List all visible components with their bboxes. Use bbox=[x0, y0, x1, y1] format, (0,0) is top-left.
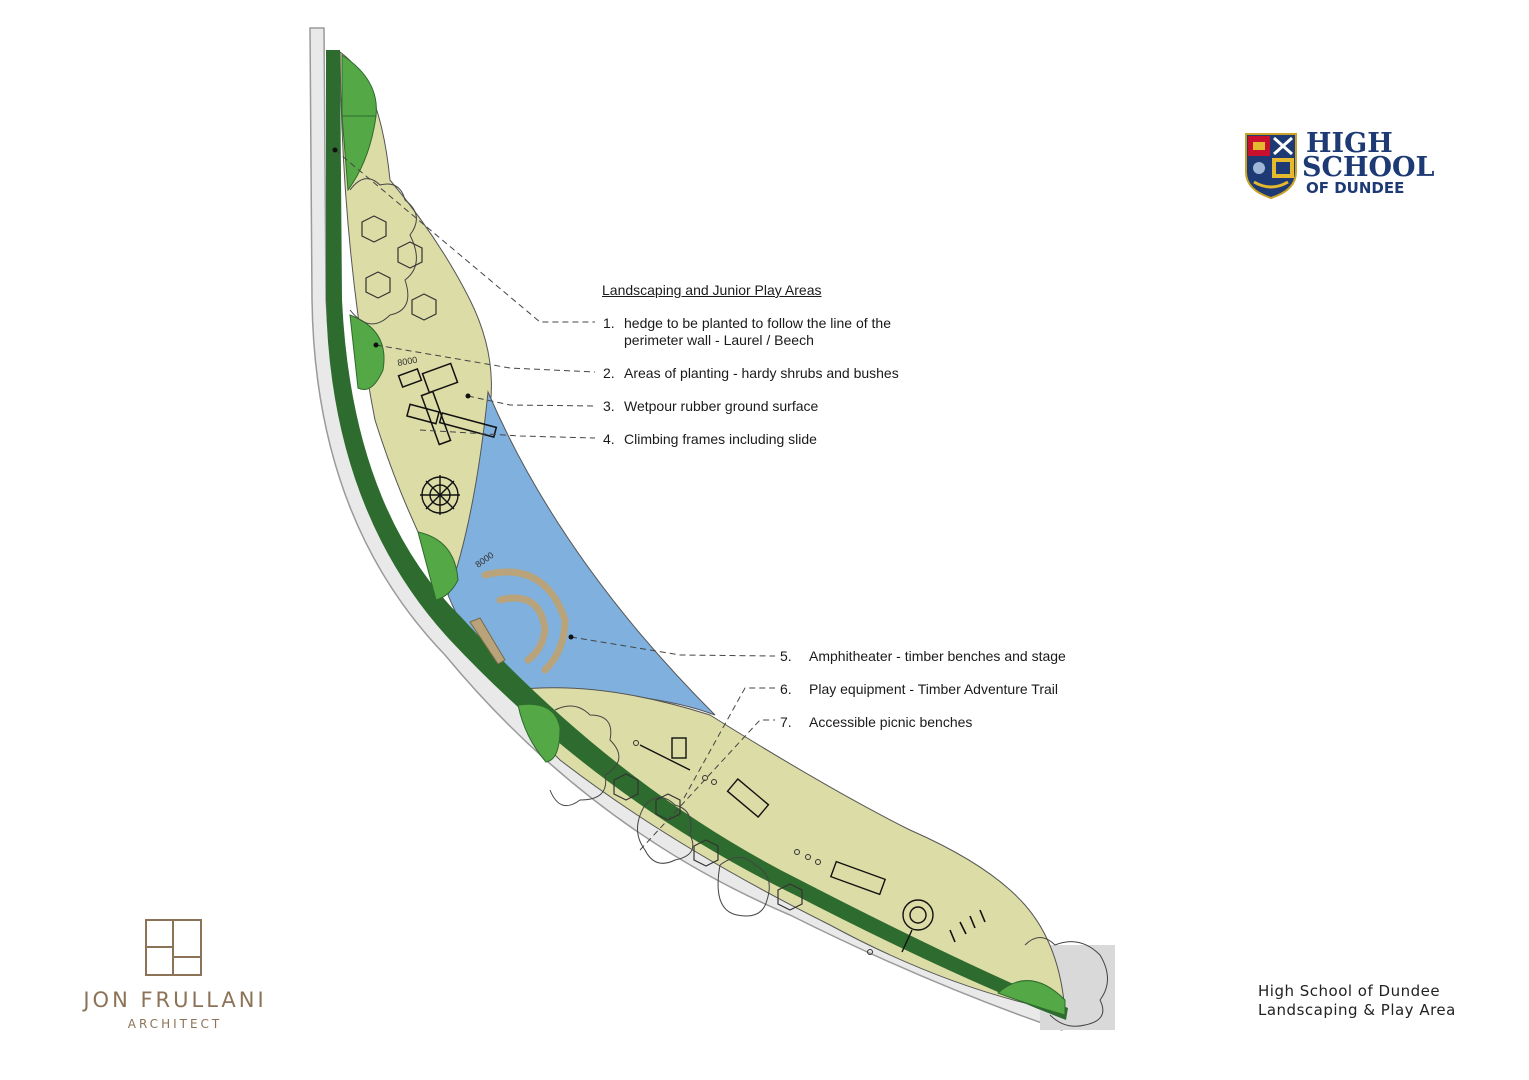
dimension-label-upper: 8000 bbox=[397, 355, 418, 368]
adventure-trail bbox=[639, 737, 934, 953]
legend-title: Landscaping and Junior Play Areas bbox=[602, 282, 822, 298]
legend-num: 5. bbox=[780, 648, 792, 664]
legend-item-6: 6. Play equipment - Timber Adventure Trai… bbox=[780, 681, 1058, 698]
lower-planting-area bbox=[514, 687, 1066, 1013]
leader-lines bbox=[334, 149, 776, 851]
web-climber bbox=[420, 475, 460, 515]
legend-line: hedge to be planted to follow the line o… bbox=[624, 315, 891, 331]
legend-text: Areas of planting - hardy shrubs and bus… bbox=[624, 365, 899, 381]
amphitheater-stage bbox=[469, 617, 506, 665]
balance-beams bbox=[949, 909, 986, 943]
legend-item-2: 2. Areas of planting - hardy shrubs and b… bbox=[603, 365, 899, 382]
legend-num: 6. bbox=[780, 681, 792, 697]
legend-text: Wetpour rubber ground surface bbox=[624, 398, 819, 414]
school-logo-line1: HIGH bbox=[1306, 128, 1393, 159]
caption-line2: Landscaping & Play Area bbox=[1258, 1001, 1456, 1019]
legend-line: perimeter wall - Laurel / Beech bbox=[624, 332, 814, 348]
legend-item-4: 4. Climbing frames including slide bbox=[603, 431, 817, 448]
caption-line1: High School of Dundee bbox=[1258, 982, 1441, 1000]
architect-monogram-icon bbox=[145, 919, 202, 976]
legend-item-7: 7. Accessible picnic benches bbox=[780, 714, 972, 731]
architect-subtitle: ARCHITECT bbox=[127, 1017, 223, 1031]
architect-logo: JON FRULLANI ARCHITECT bbox=[80, 915, 270, 1040]
stepping-stones bbox=[633, 740, 873, 955]
climbing-frame bbox=[397, 362, 498, 446]
amphitheater bbox=[481, 568, 569, 674]
school-crest-icon bbox=[1245, 133, 1297, 200]
legend-num: 7. bbox=[780, 714, 792, 730]
trees bbox=[341, 54, 1066, 1016]
legend-item-5: 5. Amphitheater - timber benches and stag… bbox=[780, 648, 1066, 665]
legend-text: Accessible picnic benches bbox=[809, 714, 973, 730]
architect-name: JON FRULLANI bbox=[83, 988, 267, 1012]
picnic-benches bbox=[361, 215, 803, 911]
leader-dots bbox=[332, 147, 574, 640]
legend-num: 3. bbox=[603, 398, 615, 414]
school-logo: HIGH SCHOOL OF DUNDEE bbox=[1244, 130, 1444, 202]
school-logo-line3: OF DUNDEE bbox=[1306, 179, 1405, 197]
legend-item-1: 1. hedge to be planted to follow the line… bbox=[603, 315, 891, 349]
school-logo-line2: SCHOOL bbox=[1302, 152, 1435, 183]
legend-text: hedge to be planted to follow the line o… bbox=[624, 315, 891, 349]
legend-num: 4. bbox=[603, 431, 615, 447]
legend-text: Amphitheater - timber benches and stage bbox=[809, 648, 1066, 664]
legend-num: 2. bbox=[603, 365, 615, 381]
legend-item-3: 3. Wetpour rubber ground surface bbox=[603, 398, 818, 415]
legend-text: Play equipment - Timber Adventure Trail bbox=[809, 681, 1059, 697]
legend-num: 1. bbox=[603, 315, 615, 331]
hedge bbox=[326, 50, 1068, 1020]
legend-text: Climbing frames including slide bbox=[624, 431, 817, 447]
